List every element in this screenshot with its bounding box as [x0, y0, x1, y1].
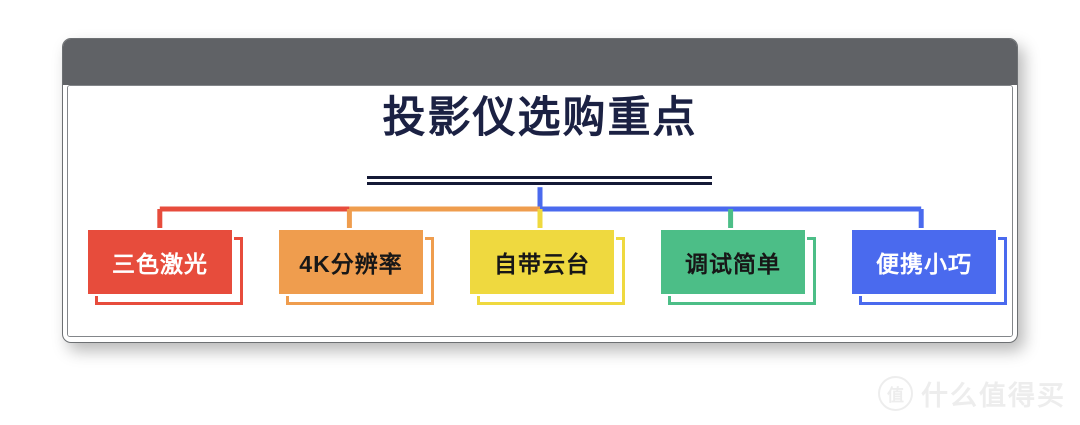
watermark-logo-icon: 值: [878, 376, 913, 411]
node-2-label: 4K分辨率: [299, 251, 403, 277]
window-titlebar[interactable]: [63, 39, 1017, 85]
node-4[interactable]: 调试简单: [659, 228, 816, 305]
node-1[interactable]: 三色激光: [86, 228, 243, 305]
watermark-label: 什么值得买: [921, 381, 1066, 411]
node-3[interactable]: 自带云台: [468, 228, 625, 305]
node-2-body[interactable]: 4K分辨率: [277, 228, 425, 296]
slide-canvas: 投影仪选购重点 三色激光: [68, 86, 1012, 336]
node-1-body[interactable]: 三色激光: [86, 228, 234, 296]
node-5-body[interactable]: 便携小巧: [850, 228, 998, 296]
node-1-label: 三色激光: [112, 251, 208, 277]
watermark: 值 什么值得买: [878, 374, 1066, 413]
node-2[interactable]: 4K分辨率: [277, 228, 434, 305]
node-3-body[interactable]: 自带云台: [468, 228, 616, 296]
application-window: 投影仪选购重点 三色激光: [62, 38, 1018, 343]
title-underline-rule: [367, 176, 712, 185]
node-5[interactable]: 便携小巧: [850, 228, 1007, 305]
page-title: 投影仪选购重点: [382, 94, 698, 142]
node-5-label: 便携小巧: [876, 251, 972, 277]
leaf-node-row: 三色激光 4K分辨率 自带云台: [86, 228, 1007, 323]
window-content-area: 投影仪选购重点 三色激光: [67, 85, 1013, 337]
node-4-body[interactable]: 调试简单: [659, 228, 807, 296]
node-4-label: 调试简单: [685, 251, 781, 277]
node-3-label: 自带云台: [494, 251, 590, 277]
